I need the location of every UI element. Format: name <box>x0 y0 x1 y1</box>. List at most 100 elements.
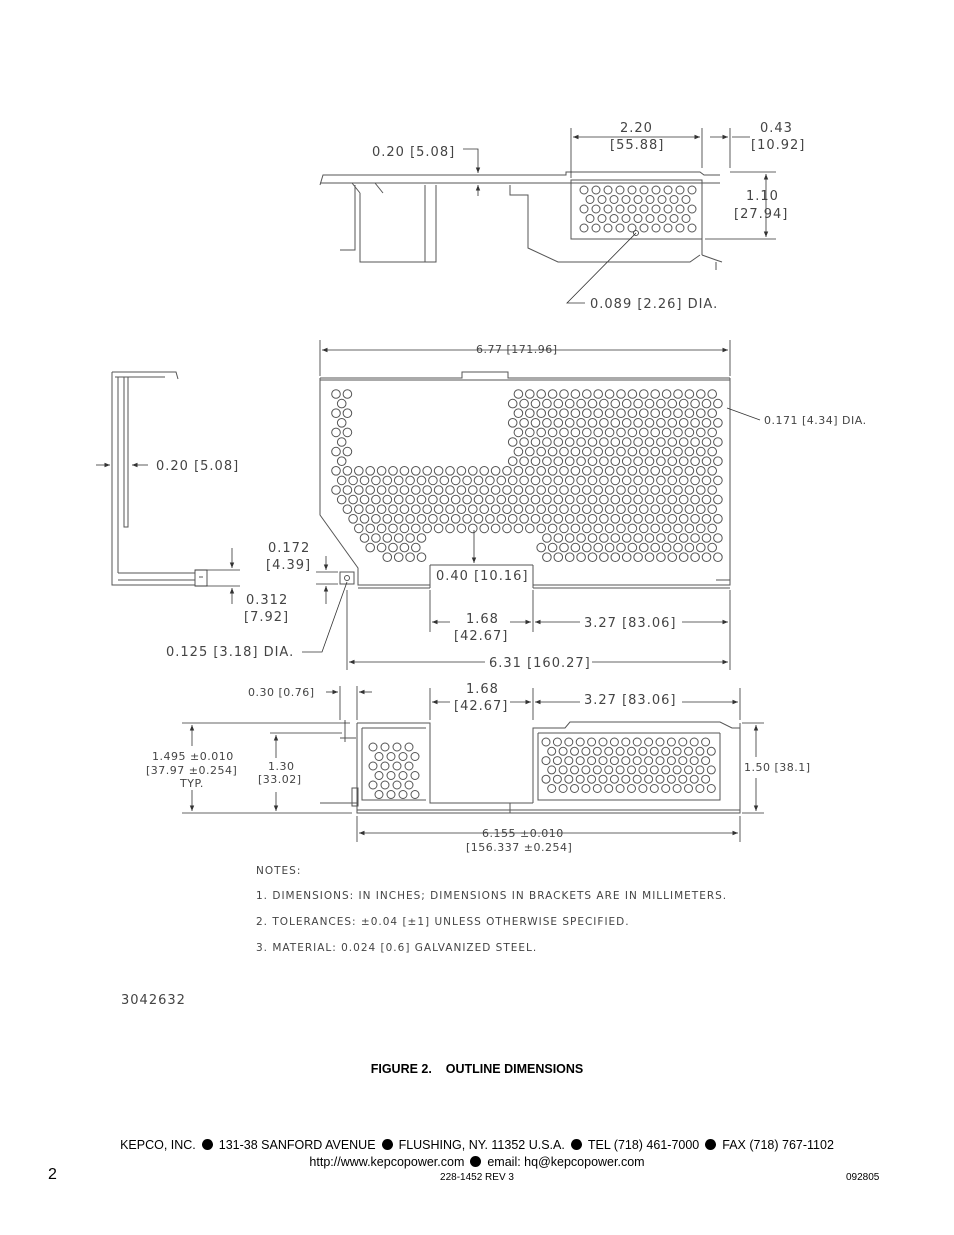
perforation-hole <box>380 780 390 790</box>
perforation-hole <box>672 784 682 793</box>
perforation-hole <box>604 427 615 438</box>
perforation-hole <box>473 494 484 505</box>
perforation-hole <box>485 475 495 486</box>
perforation-hole <box>559 427 569 438</box>
perforation-hole <box>591 204 601 214</box>
perforation-hole <box>669 214 679 223</box>
perforation-hole <box>621 418 632 428</box>
perforation-hole <box>644 756 654 766</box>
notes-heading: NOTES: <box>256 865 301 877</box>
perforation-hole <box>609 774 619 784</box>
perforation-hole <box>519 418 529 428</box>
perforation-hole <box>405 552 415 563</box>
perforation-hole <box>627 466 638 476</box>
perforation-hole <box>672 746 682 756</box>
front-left-in: 1.68 <box>466 612 499 627</box>
top-view <box>319 171 723 270</box>
perforation-hole <box>661 746 671 756</box>
perforation-hole <box>558 765 568 775</box>
bottom-offset-dim: 0.30 [0.76] <box>248 686 315 699</box>
perforation-hole <box>687 204 697 214</box>
perforation-hole <box>690 418 700 428</box>
perforation-hole <box>639 466 649 476</box>
perforation-hole <box>649 765 659 775</box>
perforation-hole <box>663 223 673 233</box>
perforation-hole <box>593 408 604 419</box>
perforation-hole <box>684 466 695 476</box>
perforation-hole <box>655 737 665 747</box>
perforation-hole <box>616 485 626 495</box>
perforation-hole <box>393 494 404 505</box>
perforation-hole <box>598 774 608 784</box>
perforation-hole <box>667 475 678 486</box>
perforation-hole <box>604 466 615 476</box>
perforation-hole <box>639 504 649 515</box>
drawing-number: 3042632 <box>121 993 186 1008</box>
footer-web-link[interactable]: http://www.kepcopower.com <box>309 1155 465 1169</box>
top-edge-mm: [10.92] <box>751 138 805 153</box>
perforation-hole <box>576 398 586 409</box>
bottom-view <box>320 720 741 814</box>
perforation-hole <box>536 427 547 438</box>
perforation-hole <box>553 514 564 524</box>
perforation-hole <box>661 466 672 476</box>
bullet-icon <box>470 1156 482 1167</box>
bottom-height-b-mm: [33.02] <box>258 773 302 786</box>
perforation-hole <box>638 765 648 775</box>
perforation-hole <box>416 552 427 563</box>
perforation-hole <box>633 533 643 543</box>
perforation-hole <box>696 446 706 457</box>
perforation-hole <box>374 790 384 799</box>
perforation-hole <box>678 552 689 563</box>
perforation-hole <box>542 456 552 467</box>
perforation-hole <box>393 514 404 524</box>
perforation-hole <box>479 466 490 476</box>
perforation-hole <box>651 223 661 233</box>
perforation-hole <box>342 446 353 457</box>
perforation-hole <box>681 214 691 223</box>
perforation-hole <box>639 542 649 553</box>
perforation-hole <box>468 485 478 495</box>
perforation-hole <box>633 437 643 447</box>
perforation-hole <box>587 774 597 784</box>
perforation-hole <box>570 466 581 476</box>
perforation-hole <box>570 504 581 515</box>
perforation-hole <box>405 475 415 486</box>
side-flange-dim: 0.20 [5.08] <box>156 459 239 474</box>
perforation-hole <box>428 514 438 524</box>
footer-email-link[interactable]: email: hq@kepcopower.com <box>487 1155 645 1169</box>
perforation-hole <box>587 756 597 766</box>
perforation-hole <box>547 389 558 399</box>
perforation-hole <box>627 408 638 419</box>
perforation-hole <box>405 514 415 524</box>
top-width-in: 2.20 <box>620 121 653 136</box>
top-flange-dim: 0.20 [5.08] <box>372 145 455 160</box>
perforation-hole <box>462 475 472 486</box>
front-d1-mm: [4.39] <box>266 558 311 573</box>
perforation-hole <box>490 485 501 495</box>
perforation-hole <box>599 552 609 563</box>
perforation-hole <box>621 398 632 409</box>
perforation-hole <box>348 514 358 524</box>
front-view <box>319 371 731 589</box>
perforation-hole <box>649 784 659 793</box>
perforation-hole <box>348 494 358 505</box>
perforation-hole <box>525 485 535 495</box>
perforation-hole <box>639 523 649 534</box>
perforation-hole <box>354 504 364 515</box>
perforation-hole <box>388 523 398 534</box>
note-3: 3. MATERIAL: 0.024 [0.6] GALVANIZED STEE… <box>256 942 537 954</box>
perforation-hole <box>365 466 376 476</box>
perforation-hole <box>547 504 558 515</box>
perforation-hole <box>365 504 376 515</box>
perforation-hole <box>687 223 697 233</box>
perforation-hole <box>582 427 592 438</box>
perforation-hole <box>576 456 586 467</box>
perforation-hole <box>621 475 632 486</box>
perforation-hole <box>559 504 569 515</box>
perforation-hole <box>592 765 602 775</box>
perforation-hole <box>416 514 427 524</box>
perforation-hole <box>575 774 585 784</box>
perforation-hole <box>530 398 541 409</box>
